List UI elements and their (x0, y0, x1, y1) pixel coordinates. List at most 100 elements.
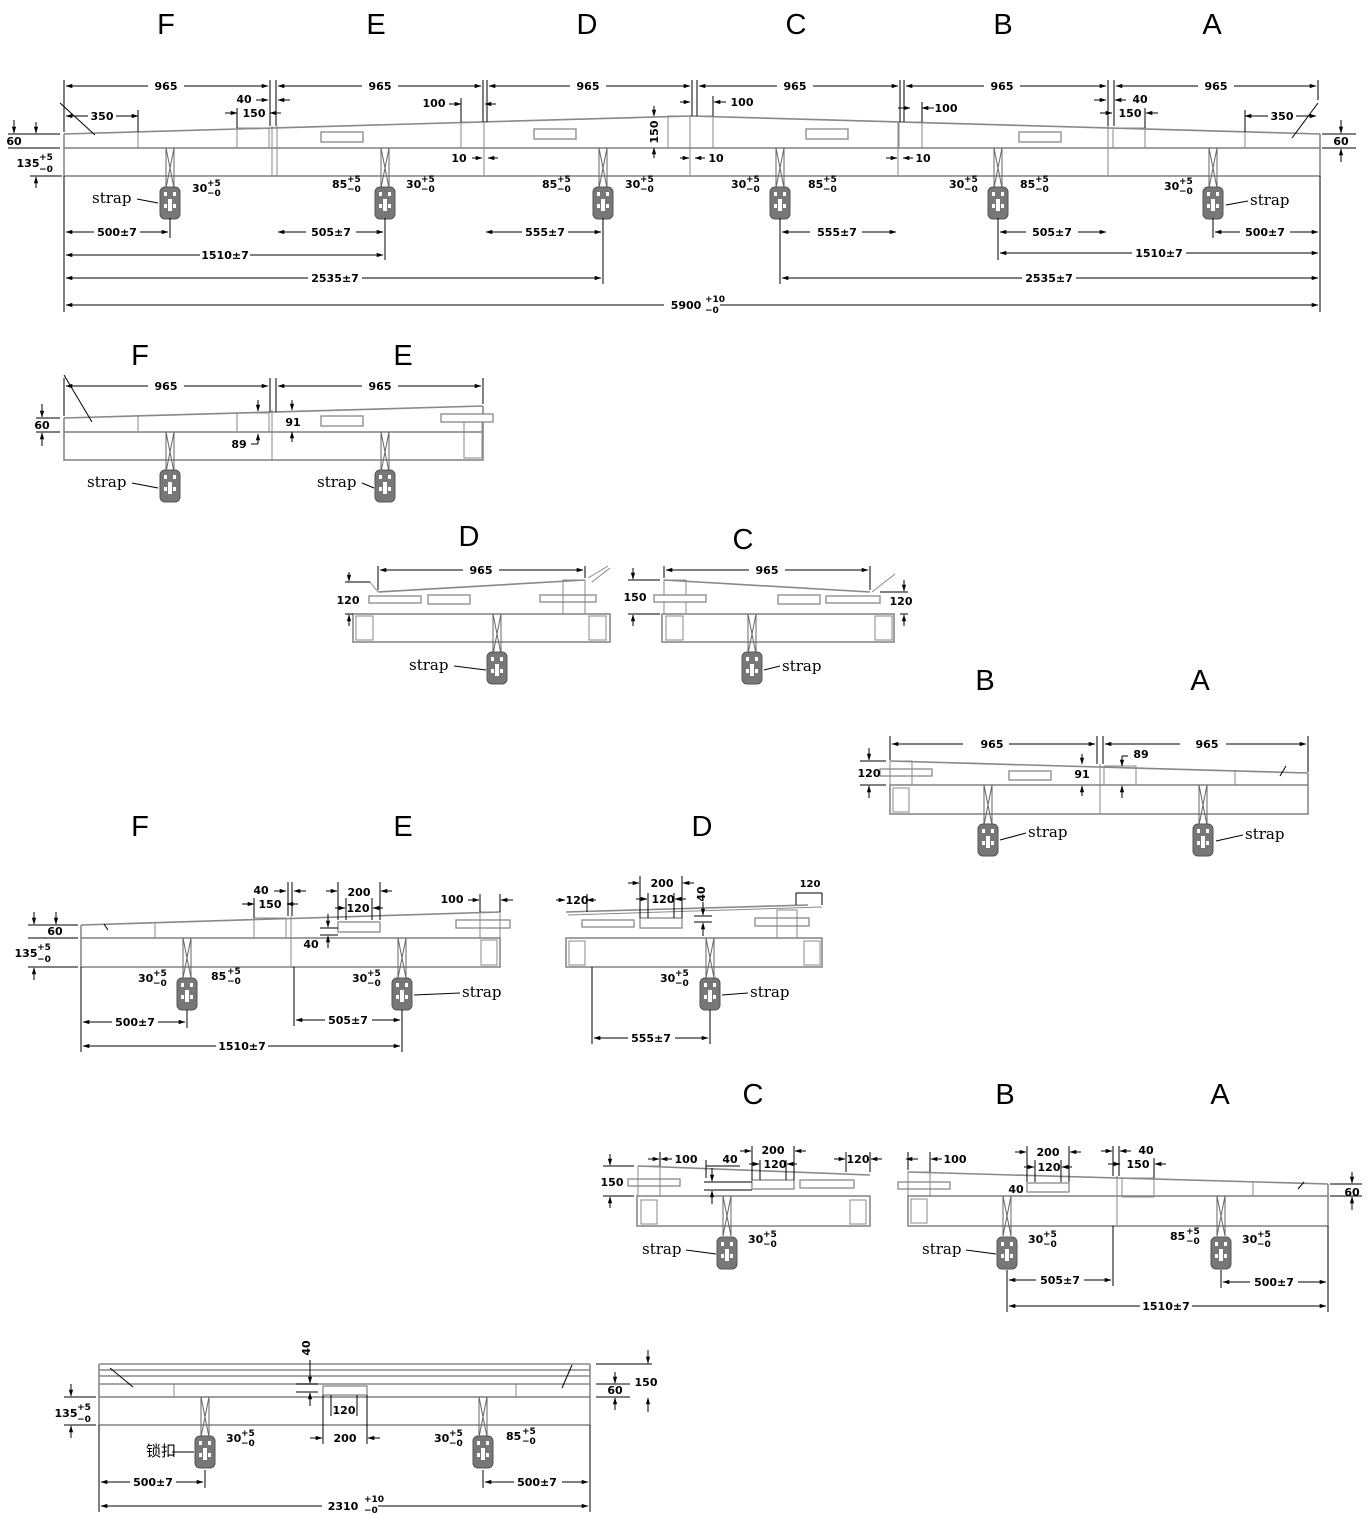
beam-outline (849, 1199, 867, 1225)
buckle-icon (699, 977, 721, 1011)
slot (1018, 131, 1062, 143)
dimension-text: 500±7 (115, 1016, 155, 1029)
dimension-text: −0 (640, 185, 654, 195)
buckle-icon (159, 469, 181, 503)
dimension-text: −0 (77, 1415, 91, 1425)
dimension-text: 965 (577, 80, 600, 93)
beam-outline (892, 787, 910, 813)
dimension-text: 100 (944, 1153, 967, 1166)
dimension-text: +5 (557, 175, 571, 185)
dimension-text: −0 (1179, 187, 1193, 197)
strap-label: strap (92, 189, 131, 207)
strap-label: strap (642, 1240, 681, 1258)
slot (337, 921, 381, 933)
subassembly-D-top: D strap 965 120 (337, 521, 611, 685)
dimension-text: +5 (763, 1230, 777, 1240)
beam-outline (236, 412, 270, 433)
label-C: C (786, 9, 807, 41)
beam-outline (567, 906, 823, 916)
dimension-line (1215, 834, 1244, 842)
dimension-text: 100 (935, 102, 958, 115)
dimension-text: −0 (241, 1439, 255, 1449)
dimension-text: 965 (981, 738, 1004, 751)
dimension-text: 85 (506, 1430, 521, 1443)
strap-label: strap (87, 473, 126, 491)
beam-outline (355, 615, 374, 641)
strap-label: strap (922, 1240, 961, 1258)
dimension-text: +5 (1043, 1230, 1057, 1240)
buckle-icon (176, 977, 198, 1011)
beam-outline (253, 917, 287, 939)
dimension-text: −0 (823, 185, 837, 195)
dimension-text: −0 (367, 979, 381, 989)
beam-outline (63, 431, 484, 461)
dimension-line (1297, 1181, 1305, 1190)
slot (825, 595, 881, 604)
section-label: B (995, 1079, 1014, 1111)
dimension-text: +5 (77, 1403, 91, 1413)
dimension-text: 85 (332, 178, 347, 191)
dimension-text: +5 (153, 969, 167, 979)
dimension-text: 100 (675, 1153, 698, 1166)
buckle-icon (977, 823, 999, 857)
slot (320, 415, 364, 427)
dimension-line (561, 1364, 573, 1389)
slot (879, 768, 933, 777)
slot (639, 917, 683, 929)
label-E: E (366, 9, 385, 41)
dimension-text: 500±7 (133, 1476, 173, 1489)
dimension-text: 85 (542, 178, 557, 191)
dimension-text: 120 (764, 1158, 787, 1171)
buckle-icon (194, 1435, 216, 1469)
dimension-text: +5 (367, 969, 381, 979)
post (598, 147, 608, 189)
beam-outline (637, 1165, 871, 1176)
dimension-text: 30 (1164, 180, 1180, 193)
section-labels-row1: F E D C B A (157, 9, 1222, 41)
buckle-icon (472, 1435, 494, 1469)
dimension-text: 30 (625, 178, 641, 191)
dimension-text: +5 (37, 943, 51, 953)
dimension-text: −0 (964, 185, 978, 195)
dimension-text: +5 (522, 1427, 536, 1437)
slot (1008, 770, 1052, 781)
dimension-text: 150 (601, 1176, 624, 1189)
dimension-text: 965 (369, 80, 392, 93)
dimension-text: +5 (746, 175, 760, 185)
dimension-text: +5 (421, 175, 435, 185)
dimension-line (721, 992, 749, 996)
dimension-text: −0 (1257, 1240, 1271, 1250)
dimension-text: 60 (47, 925, 63, 938)
dimension-text: 200 (1037, 1146, 1060, 1159)
dimension-text: −0 (746, 185, 760, 195)
slot (799, 1179, 855, 1189)
dimension-text: −0 (763, 1240, 777, 1250)
dimension-text: −0 (421, 185, 435, 195)
strap-label: strap (409, 656, 448, 674)
dimension-text: 30 (1242, 1233, 1258, 1246)
dimension-text: 40 (695, 886, 708, 902)
beam-outline (565, 904, 809, 913)
subassembly-C-bottom: C strap 150 100 40 200 120 (601, 1079, 882, 1270)
beam-outline (803, 940, 821, 966)
post (993, 147, 1003, 189)
dimension-text: 965 (1205, 80, 1228, 93)
strap-label: strap (782, 657, 821, 675)
dimension-text: +5 (823, 175, 837, 185)
buckle-icon (1192, 823, 1214, 857)
dimension-text: 200 (334, 1432, 357, 1445)
dimension-text: +5 (1257, 1230, 1271, 1240)
dimension-text: 85 (808, 178, 823, 191)
dimension-text: 1510±7 (1135, 247, 1183, 260)
dim-top-965-row: 965 965 965 965 965 965 (63, 80, 1319, 132)
beam-outline (907, 1195, 1329, 1227)
section-label: F (131, 811, 149, 843)
beam-outline (871, 573, 896, 593)
strap-label: strap (462, 983, 501, 1001)
dimension-text: 150 (259, 898, 282, 911)
post (182, 937, 192, 979)
dimension-text: 120 (1038, 1161, 1061, 1174)
dimension-text: −0 (207, 189, 221, 199)
dimension-text: 505±7 (328, 1014, 368, 1027)
